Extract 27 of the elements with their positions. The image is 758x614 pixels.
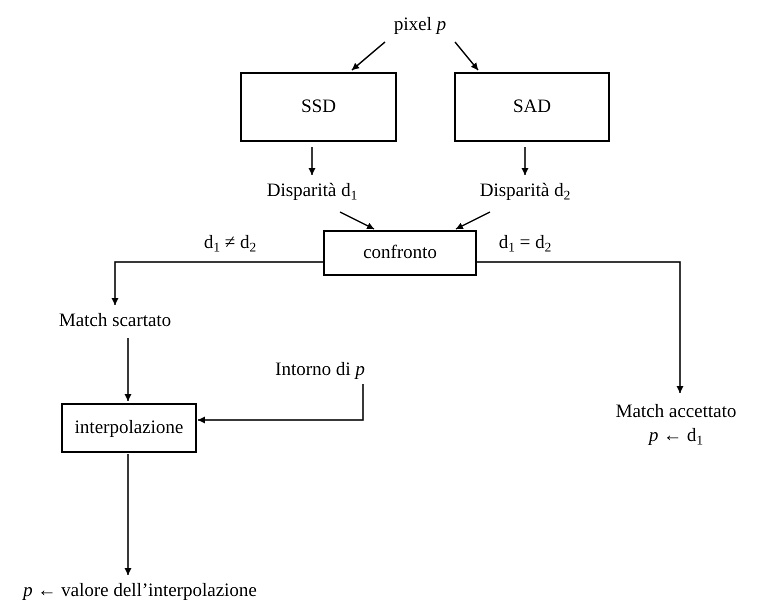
arrow (112, 261, 323, 305)
arrow (454, 42, 479, 70)
arrow (124, 338, 132, 401)
arrow (198, 384, 364, 424)
flow-text: pixel p (394, 13, 446, 37)
process-box (240, 72, 397, 142)
flow-text: p ← d$_{1}$ (648, 424, 704, 448)
arrow (124, 454, 132, 575)
process-box (61, 403, 197, 453)
process-box (323, 230, 477, 276)
process-box (454, 72, 610, 142)
arrow (477, 261, 684, 393)
flow-text: Disparità d$_{1}$ (266, 179, 358, 203)
flow-text: p ← valore dell’interpolazione (23, 579, 257, 603)
box-label: confronto (363, 241, 437, 265)
arrow (308, 147, 316, 175)
flow-text: Match accettato (616, 400, 736, 424)
arrow (352, 41, 386, 71)
arrow (340, 211, 374, 230)
box-label: SSD (301, 95, 336, 119)
box-label: interpolazione (74, 416, 184, 440)
box-label: SAD (512, 95, 551, 119)
flow-text: Intorno di p (275, 358, 365, 382)
arrow (522, 147, 528, 175)
arrow (456, 211, 490, 230)
flow-text: Match scartato (58, 309, 172, 333)
flow-text: Disparità d$_{2}$ (480, 179, 570, 203)
